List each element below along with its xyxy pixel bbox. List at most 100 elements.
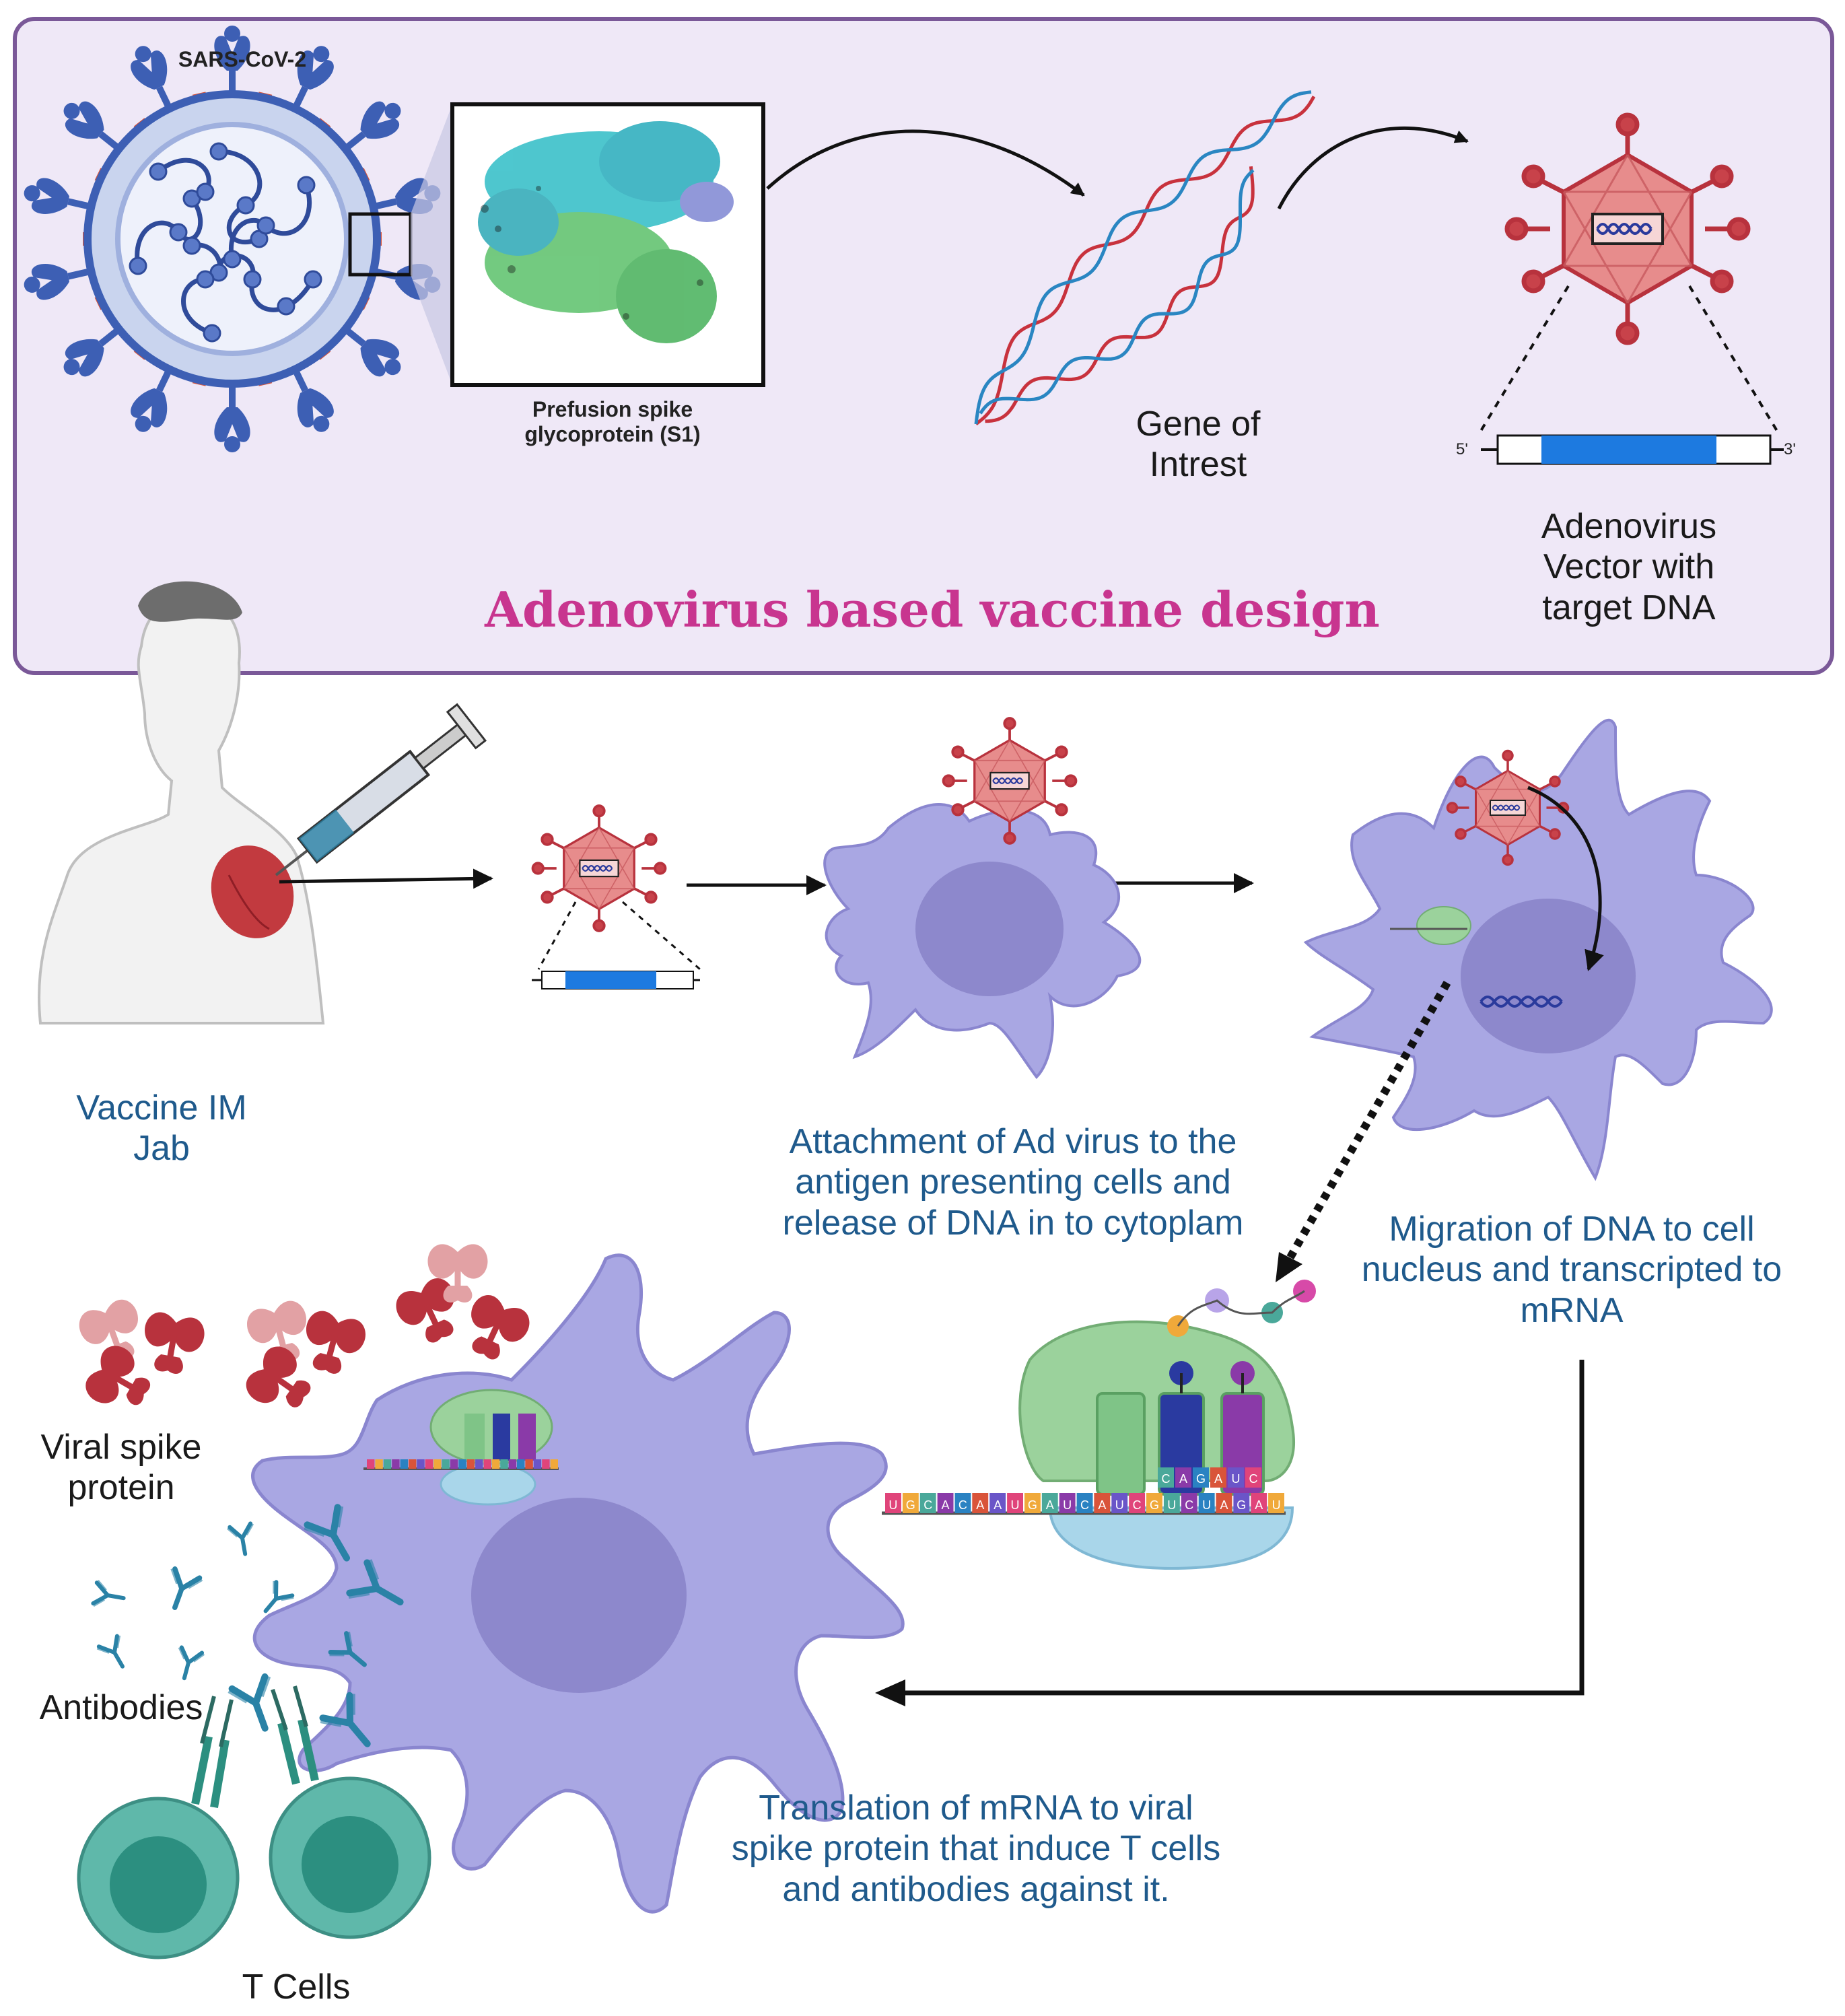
mrna-nucleotide	[1007, 1493, 1023, 1513]
mrna-base-label: A	[994, 1498, 1002, 1512]
trna-anticodon	[1228, 1467, 1244, 1488]
mrna-nucleotide	[1181, 1493, 1197, 1513]
dna-strand	[974, 90, 1312, 425]
mrna-base-label: U	[1202, 1498, 1211, 1512]
three-prime-label: 3'	[1784, 440, 1796, 458]
mrna-nucleotide	[458, 1459, 466, 1469]
dna-strand	[985, 166, 1255, 423]
trna-anticodon	[1245, 1467, 1261, 1488]
trna-base-label: C	[1162, 1472, 1171, 1486]
mrna-nucleotide	[1076, 1493, 1093, 1513]
mrna-nucleotide	[1041, 1493, 1058, 1513]
gene-of-interest-label: Gene of Intrest	[1136, 405, 1261, 485]
mrna-nucleotide	[1024, 1493, 1041, 1513]
mrna-nucleotide	[954, 1493, 971, 1513]
trna-base-label: C	[1249, 1472, 1258, 1486]
dna-strand	[979, 169, 1255, 415]
spike-glycoprotein-label: Prefusion spike glycoprotein (S1)	[524, 397, 701, 447]
mrna-nucleotide	[1198, 1493, 1215, 1513]
mrna-nucleotide	[491, 1459, 500, 1469]
small-dash-left	[537, 901, 577, 970]
mrna-nucleotide	[450, 1459, 458, 1469]
mrna-nucleotide	[1163, 1493, 1180, 1513]
dna-strand	[975, 96, 1316, 425]
mrna-nucleotide	[508, 1459, 517, 1469]
mrna-nucleotide	[466, 1459, 475, 1469]
vector-dash-right	[1688, 285, 1778, 432]
adenovirus-small	[531, 804, 667, 932]
mrna-base-label: G	[1150, 1498, 1159, 1512]
mrna-nucleotide	[533, 1459, 542, 1469]
arrow-to-nucleus	[1527, 786, 1604, 971]
mrna-nucleotide	[525, 1459, 533, 1469]
mrna-nucleotide	[550, 1459, 558, 1469]
trna-anticodon	[1193, 1467, 1209, 1488]
mrna-base-label: A	[1046, 1498, 1054, 1512]
arrow-jab-to-vector	[279, 868, 493, 889]
mrna-base-label: G	[906, 1498, 915, 1512]
mrna-nucleotide	[367, 1459, 375, 1469]
trna-base-label: U	[1232, 1472, 1241, 1486]
mrna-base-label: U	[1011, 1498, 1020, 1512]
mrna-nucleotide	[475, 1459, 483, 1469]
mrna-nucleotide	[885, 1493, 901, 1513]
mrna-nucleotide	[1268, 1493, 1284, 1513]
dotted-arrow-to-ribosome	[1282, 981, 1451, 1267]
mrna-nucleotide	[433, 1459, 442, 1469]
antigen-presenting-cell-2	[1303, 718, 1773, 1181]
mrna-nucleotide	[972, 1493, 989, 1513]
sars-cov-2-label: SARS-CoV-2	[178, 47, 307, 71]
mrna-base-label: U	[1167, 1498, 1176, 1512]
small-dna-construct	[532, 971, 700, 989]
translation-label: Translation of mRNA to viral spike prote…	[731, 1788, 1221, 1909]
migration-label: Migration of DNA to cell nucleus and tra…	[1361, 1210, 1782, 1330]
small-dash-right	[622, 901, 701, 971]
t-cells-label: T Cells	[242, 1968, 351, 2007]
gene-dna-helix	[974, 90, 1316, 425]
mrna-nucleotide	[542, 1459, 550, 1469]
mrna-nucleotide	[375, 1459, 383, 1469]
mrna-nucleotide	[1233, 1493, 1250, 1513]
dotted-arrow-head	[1276, 1252, 1302, 1282]
mrna-nucleotide	[1251, 1493, 1267, 1513]
mrna-nucleotide	[400, 1459, 408, 1469]
mrna-nucleotide	[1129, 1493, 1146, 1513]
human-figure	[38, 581, 325, 1024]
mrna-base-label: U	[889, 1498, 897, 1512]
dna-construct-bar	[1481, 434, 1784, 465]
mrna-nucleotide	[902, 1493, 919, 1513]
arrow-to-gene	[766, 129, 1085, 197]
mrna-base-label: C	[1185, 1498, 1193, 1512]
panel-title: Adenovirus based vaccine design	[485, 581, 1380, 638]
mrna-nucleotide	[937, 1493, 954, 1513]
mrna-nucleotide	[1111, 1493, 1128, 1513]
mrna-nucleotide	[1146, 1493, 1162, 1513]
spike-glycoprotein-image	[450, 102, 765, 387]
antigen-presenting-cell-large	[251, 1253, 905, 1914]
mrna-base-label: A	[1098, 1498, 1106, 1512]
trna-base-label: G	[1196, 1472, 1206, 1486]
mrna-base-label: A	[1255, 1498, 1263, 1512]
vector-dash-left	[1480, 285, 1570, 432]
mrna-base-label: A	[976, 1498, 984, 1512]
mrna-base-label: A	[941, 1498, 949, 1512]
mrna-base-label: U	[1272, 1498, 1281, 1512]
mrna-base-label: U	[1115, 1498, 1124, 1512]
mrna-base-label: C	[1133, 1498, 1142, 1512]
mrna-base-label: A	[1220, 1498, 1228, 1512]
mrna-nucleotide	[1216, 1493, 1232, 1513]
mrna-nucleotide	[425, 1459, 433, 1469]
mrna-base-label: C	[959, 1498, 967, 1512]
mrna-nucleotide	[1094, 1493, 1111, 1513]
trna-anticodon	[1158, 1467, 1174, 1488]
spike-protein-label: Viral spike protein	[40, 1428, 202, 1508]
zoom-projection	[411, 104, 452, 385]
sars-cov-2-virus	[20, 26, 444, 452]
trna-base-label: A	[1179, 1472, 1187, 1486]
mrna-nucleotide	[1059, 1493, 1076, 1513]
mrna-base-label: G	[1237, 1498, 1246, 1512]
mrna-base-label: C	[924, 1498, 932, 1512]
t-cells	[77, 1685, 431, 1959]
mrna-nucleotide	[409, 1459, 417, 1469]
